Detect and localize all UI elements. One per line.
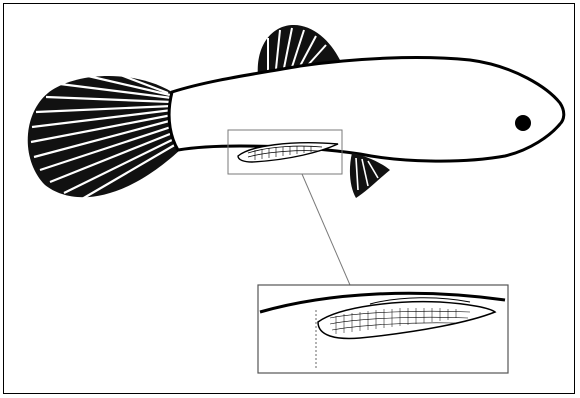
eye bbox=[515, 115, 531, 131]
caudal-fin bbox=[28, 74, 180, 199]
anal-fin bbox=[350, 153, 390, 198]
connector-line bbox=[302, 174, 350, 285]
zoom-inset bbox=[258, 285, 508, 373]
